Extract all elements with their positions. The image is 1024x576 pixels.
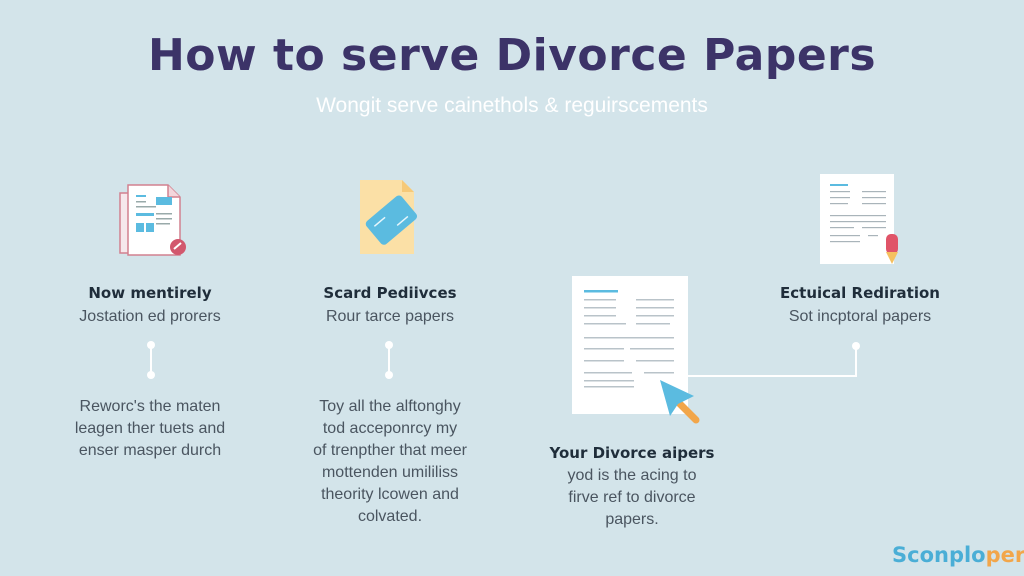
body-line: leagen ther tuets and: [74, 420, 226, 437]
body-line: Toy all the alftonghy: [319, 398, 461, 415]
card-document-icon: [360, 180, 418, 254]
page-subtitle: Wongit serve cainethols & reguirscements: [316, 94, 708, 117]
logo-part-1: Sconplo: [892, 543, 986, 567]
body-line: yod is the acing to: [567, 467, 697, 484]
step-1-connector: [147, 341, 155, 379]
brand-logo: Sconploper: [892, 543, 1024, 567]
document-cursor-icon: [572, 276, 700, 424]
step-1-body: Reworc's the maten leagen ther tuets and…: [40, 396, 260, 462]
step-2-title: Scard Pediivces: [323, 284, 457, 302]
step-2-body: Toy all the alftonghy tod acceponrcy my …: [280, 396, 500, 528]
page-title: How to serve Divorce Papers: [147, 30, 877, 81]
step-1-title: Now mentirely: [88, 284, 212, 302]
logo-part-2: per: [985, 543, 1024, 567]
step-3-4-connector: [686, 342, 860, 377]
body-line: mottenden umililiss: [321, 464, 459, 481]
document-check-icon: [119, 184, 186, 256]
document-pencil-icon: [820, 174, 898, 264]
body-line: papers.: [605, 511, 659, 528]
step-4-subtitle: Sot incptoral papers: [788, 308, 932, 325]
step-1-subtitle: Jostation ed prorers: [79, 308, 221, 325]
step-4-title: Ectuical Rediration: [780, 284, 940, 302]
step-2-subtitle: Rour tarce papers: [325, 308, 455, 325]
body-line: colvated.: [357, 508, 423, 525]
step-3-title: Your Divorce aipers: [549, 444, 715, 462]
body-line: firve ref to divorce: [568, 489, 696, 506]
body-line: of trenpther that meer: [313, 442, 467, 459]
body-line: tod acceponrcy my: [322, 420, 458, 437]
body-line: enser masper durch: [78, 442, 222, 459]
body-line: theority lcowen and: [321, 486, 459, 503]
step-3-body: yod is the acing to firve ref to divorce…: [522, 465, 742, 531]
body-line: Reworc's the maten: [79, 398, 221, 415]
step-2-connector: [385, 341, 393, 379]
